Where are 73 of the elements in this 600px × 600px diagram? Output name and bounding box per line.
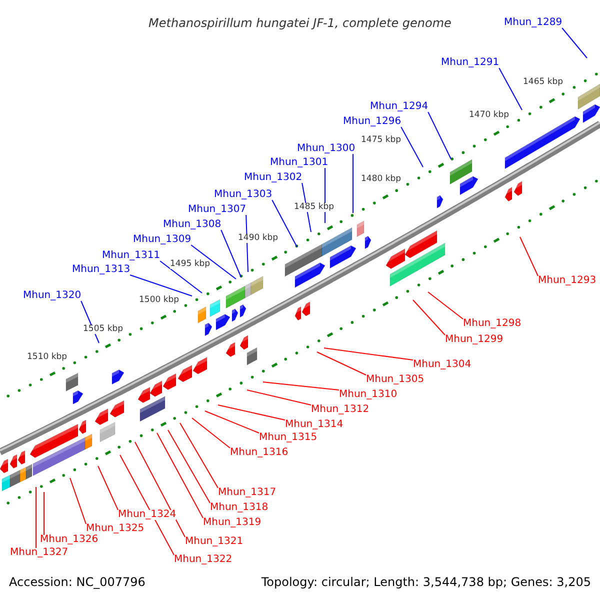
gene-label: Mhun_1312 bbox=[311, 405, 370, 415]
scale-label: 1470 kbp bbox=[469, 111, 510, 120]
scale-label: 1475 kbp bbox=[361, 136, 402, 144]
gene-label: Mhun_1322 bbox=[174, 555, 232, 565]
gene-label: Mhun_1299 bbox=[445, 335, 504, 345]
gene-label: Mhun_1320 bbox=[23, 291, 82, 301]
title: Methanospirillum hungatei JF-1, complete genome bbox=[148, 17, 452, 29]
gene-label: Mhun_1324 bbox=[118, 510, 176, 520]
leader-line bbox=[160, 260, 202, 294]
gene-label: Mhun_1298 bbox=[463, 319, 522, 329]
gene-label: Mhun_1326 bbox=[40, 535, 98, 545]
gene-label: Mhun_1316 bbox=[230, 448, 288, 458]
gene-label: Mhun_1315 bbox=[259, 433, 318, 443]
gene-label: Mhun_1311 bbox=[102, 251, 160, 261]
leader-line bbox=[428, 112, 452, 160]
leader-line bbox=[192, 418, 230, 448]
gene-label: Mhun_1300 bbox=[297, 144, 356, 154]
scale-label: 1510 kbp bbox=[27, 353, 68, 362]
scale-label: 1485 kbp bbox=[294, 203, 334, 212]
leader-line bbox=[70, 478, 86, 524]
leader-line bbox=[134, 442, 186, 538]
leader-line bbox=[498, 68, 522, 110]
leader-line bbox=[156, 432, 204, 518]
leader-line bbox=[520, 236, 538, 276]
gene-label: Mhun_1303 bbox=[214, 190, 272, 200]
scale-label: 1505 kbp bbox=[83, 325, 124, 334]
scale-label: 1500 kbp bbox=[139, 296, 180, 304]
scale-label: 1465 kbp bbox=[523, 78, 564, 86]
leader-line bbox=[316, 352, 366, 376]
gene-label: Mhun_1304 bbox=[413, 360, 472, 370]
genome-summary-text: Topology: circular; Length: 3,544,738 bp; Genes: 3,205 bbox=[261, 576, 591, 588]
gene-label: Mhun_1296 bbox=[343, 117, 402, 127]
gene-label: Mhun_1294 bbox=[370, 102, 428, 112]
leader-line bbox=[220, 230, 242, 278]
leader-line bbox=[428, 292, 464, 320]
scale-label: 1490 kbp bbox=[238, 234, 278, 242]
leader-line bbox=[120, 454, 174, 556]
gene-label: Mhun_1308 bbox=[163, 220, 222, 230]
gene-label: Mhun_1317 bbox=[218, 488, 276, 498]
gene-label: Mhun_1289 bbox=[504, 18, 562, 28]
leader-line bbox=[400, 126, 424, 168]
leader-line bbox=[272, 200, 298, 248]
gene-label: Mhun_1309 bbox=[133, 235, 192, 245]
gene-label: Mhun_1313 bbox=[72, 265, 130, 275]
scale-label: 1495 kbp bbox=[170, 260, 210, 268]
leader-line bbox=[204, 410, 260, 434]
gene-label: Mhun_1310 bbox=[339, 390, 398, 400]
gene-label: Mhun_1302 bbox=[244, 173, 302, 183]
leader-line bbox=[562, 28, 588, 58]
leader-line bbox=[324, 348, 414, 360]
leader-line bbox=[352, 154, 354, 214]
leader-line bbox=[180, 422, 218, 488]
gene-label: Mhun_1305 bbox=[366, 375, 424, 385]
leader-line bbox=[190, 244, 236, 280]
gene-label: Mhun_1319 bbox=[203, 518, 262, 528]
gene-label: Mhun_1321 bbox=[185, 537, 244, 547]
leader-line bbox=[98, 466, 118, 510]
accession-text: Accession: NC_007796 bbox=[9, 576, 146, 588]
leader-line bbox=[218, 404, 286, 420]
leader-line bbox=[246, 390, 312, 406]
gene-label: Mhun_1301 bbox=[270, 158, 328, 168]
gene-label: Mhun_1291 bbox=[441, 58, 500, 68]
gene-label: Mhun_1318 bbox=[210, 503, 268, 513]
leader-line bbox=[412, 300, 446, 336]
gene-label: Mhun_1293 bbox=[538, 276, 596, 286]
gene-label: Mhun_1327 bbox=[10, 548, 68, 558]
leader-line bbox=[262, 382, 340, 390]
gene-label: Mhun_1307 bbox=[188, 205, 246, 215]
gene-label: Mhun_1325 bbox=[86, 524, 144, 534]
leader-line bbox=[130, 274, 192, 296]
scale-label: 1480 kbp bbox=[361, 175, 402, 184]
gene-label: Mhun_1314 bbox=[285, 420, 344, 430]
leader-line bbox=[168, 430, 210, 504]
